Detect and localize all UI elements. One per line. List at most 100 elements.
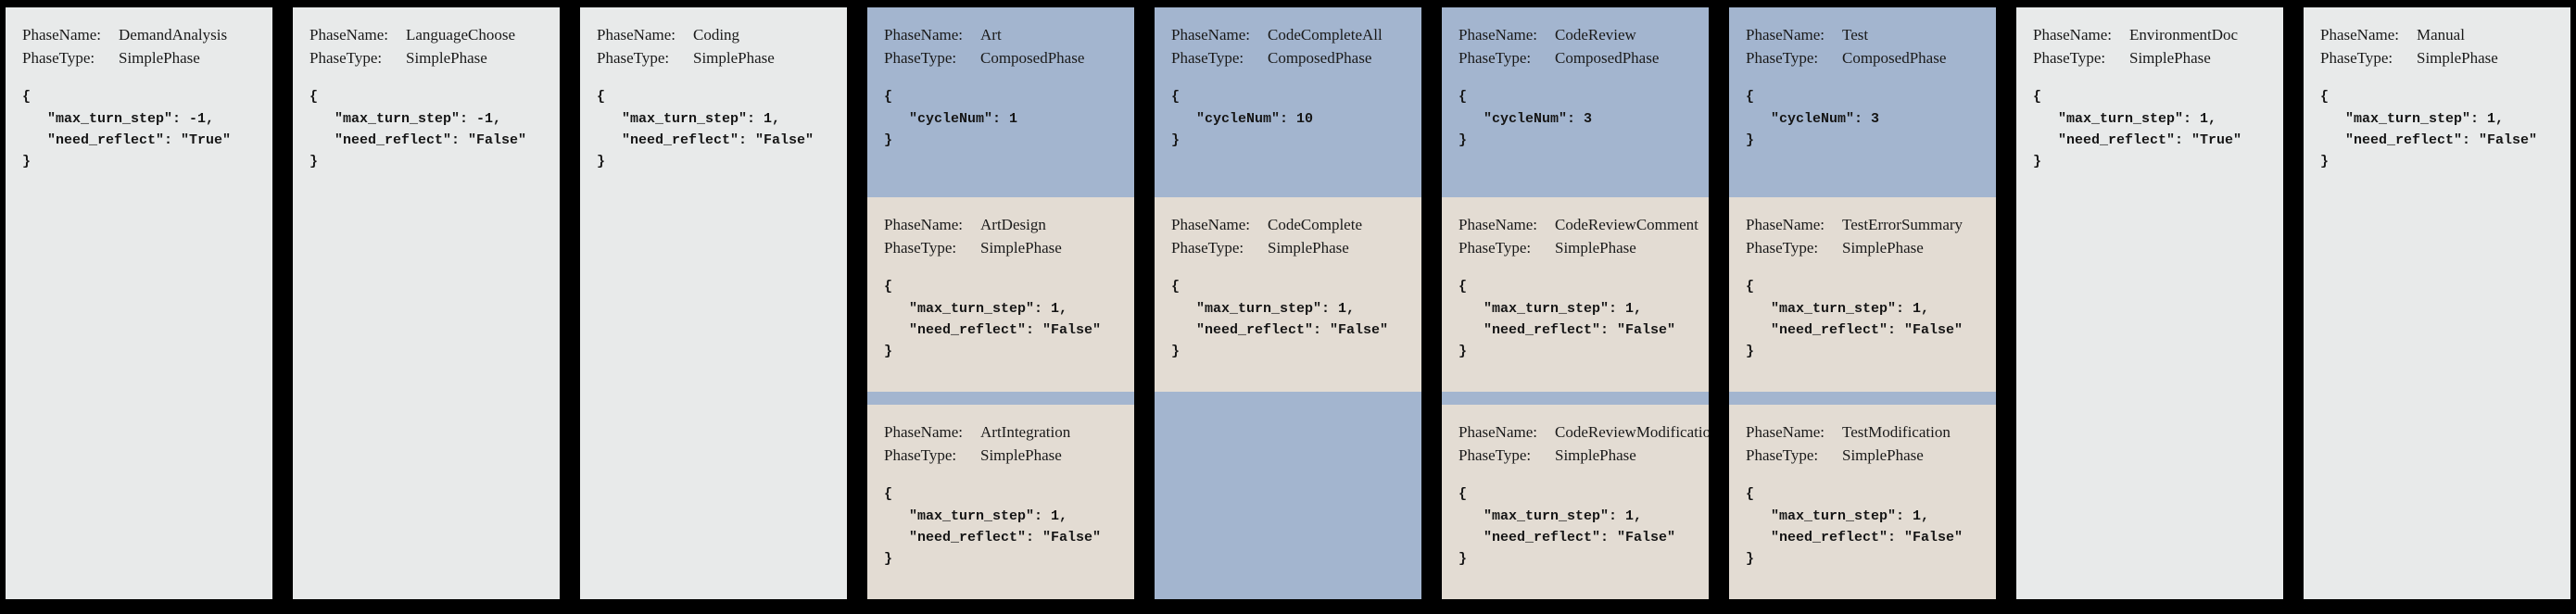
phase-name-row: PhaseName: Manual [2320, 24, 2570, 47]
phase-config-json-environment-doc: { "max_turn_step": 1, "need_reflect": "T… [2033, 89, 2242, 170]
phase-config-json-code-review: { "cycleNum": 3 } [1458, 89, 1593, 148]
phase-name-label: PhaseName: [1458, 423, 1537, 441]
phase-name-label: PhaseName: [1171, 216, 1250, 233]
phase-type-value: SimplePhase [1268, 238, 1349, 257]
phase-config-json-coding: { "max_turn_step": 1, "need_reflect": "F… [597, 89, 814, 170]
phase-type-label: PhaseType: [1746, 48, 1819, 67]
phase-type-value: SimplePhase [1555, 445, 1636, 464]
phase-type-label: PhaseType: [2320, 48, 2393, 67]
phase-type-value: SimplePhase [2417, 48, 2498, 67]
phase-name-row: PhaseName:CodeReviewComment [1458, 214, 1709, 237]
phase-name-label: PhaseName: [1458, 216, 1537, 233]
phase-name-value: Manual [2417, 26, 2465, 44]
phase-name-row: PhaseName: CodeCompleteAll [1171, 24, 1421, 47]
phase-name-label: PhaseName: [2320, 26, 2399, 44]
phase-config-json-code-complete-all: { "cycleNum": 10 } [1171, 89, 1314, 148]
phase-type-label: PhaseType: [1458, 445, 1532, 464]
phase-type-label: PhaseType: [884, 445, 957, 464]
phase-config-json-code-review-0: { "max_turn_step": 1, "need_reflect": "F… [1458, 279, 1676, 360]
phase-name-value: EnvironmentDoc [2129, 26, 2239, 44]
phase-config-json-code-complete-all-0: { "max_turn_step": 1, "need_reflect": "F… [1171, 279, 1389, 360]
phase-name-label: PhaseName: [1746, 423, 1825, 441]
phase-name-value: ArtIntegration [980, 423, 1071, 441]
phase-name-row: PhaseName:Coding [597, 24, 847, 47]
phase-config-json-manual: { "max_turn_step": 1, "need_reflect": "F… [2320, 89, 2538, 170]
phase-name-row: PhaseName:ArtIntegration [884, 421, 1134, 445]
phase-type-row: PhaseType: SimplePhase [1458, 445, 1709, 468]
phase-name-row: PhaseName:DemandAnalysis [22, 24, 272, 47]
phase-name-value: TestErrorSummary [1842, 216, 1964, 233]
phase-type-label: PhaseType: [2033, 48, 2106, 67]
subphase-divider [1442, 392, 1709, 405]
phase-type-label: PhaseType: [22, 48, 95, 67]
phase-config-json-demand-analysis: { "max_turn_step": -1, "need_reflect": "… [22, 89, 232, 170]
phase-type-value: ComposedPhase [1842, 48, 1947, 67]
phase-name-value: ArtDesign [980, 216, 1046, 233]
phase-name-value: CodeComplete [1268, 216, 1362, 233]
phase-name-label: PhaseName: [309, 26, 388, 44]
phase-type-row: PhaseType:SimplePhase [884, 237, 1134, 260]
phase-type-value: ComposedPhase [980, 48, 1085, 67]
phase-name-label: PhaseName: [1171, 26, 1250, 44]
phase-name-label: PhaseName: [1746, 216, 1825, 233]
phase-type-value: SimplePhase [1842, 238, 1924, 257]
phase-type-label: PhaseType: [1458, 238, 1532, 257]
phase-type-value: ComposedPhase [1555, 48, 1660, 67]
phase-name-label: PhaseName: [22, 26, 101, 44]
phase-name-label: PhaseName: [2033, 26, 2112, 44]
phase-type-row: PhaseType:SimplePhase [22, 47, 272, 70]
phase-type-value: SimplePhase [693, 48, 775, 67]
phase-config-json-art-0: { "max_turn_step": 1, "need_reflect": "F… [884, 279, 1102, 360]
phase-name-value: CodeReview [1555, 26, 1636, 44]
phase-name-row: PhaseName: EnvironmentDoc [2033, 24, 2283, 47]
phase-name-value: TestModification [1842, 423, 1951, 441]
phase-type-row: PhaseType:SimplePhase [1746, 445, 1996, 468]
phase-type-label: PhaseType: [1458, 48, 1532, 67]
phase-config-json-art: { "cycleNum": 1 } [884, 89, 1018, 148]
phase-name-value: CodeCompleteAll [1268, 26, 1383, 44]
phase-name-row: PhaseName: TestErrorSummary [1746, 214, 1996, 237]
subphase-divider [867, 392, 1134, 405]
phase-type-label: PhaseType: [1746, 445, 1819, 464]
phase-name-label: PhaseName: [1746, 26, 1825, 44]
phase-type-row: PhaseType: ComposedPhase [1746, 47, 1996, 70]
phase-name-label: PhaseName: [884, 26, 963, 44]
